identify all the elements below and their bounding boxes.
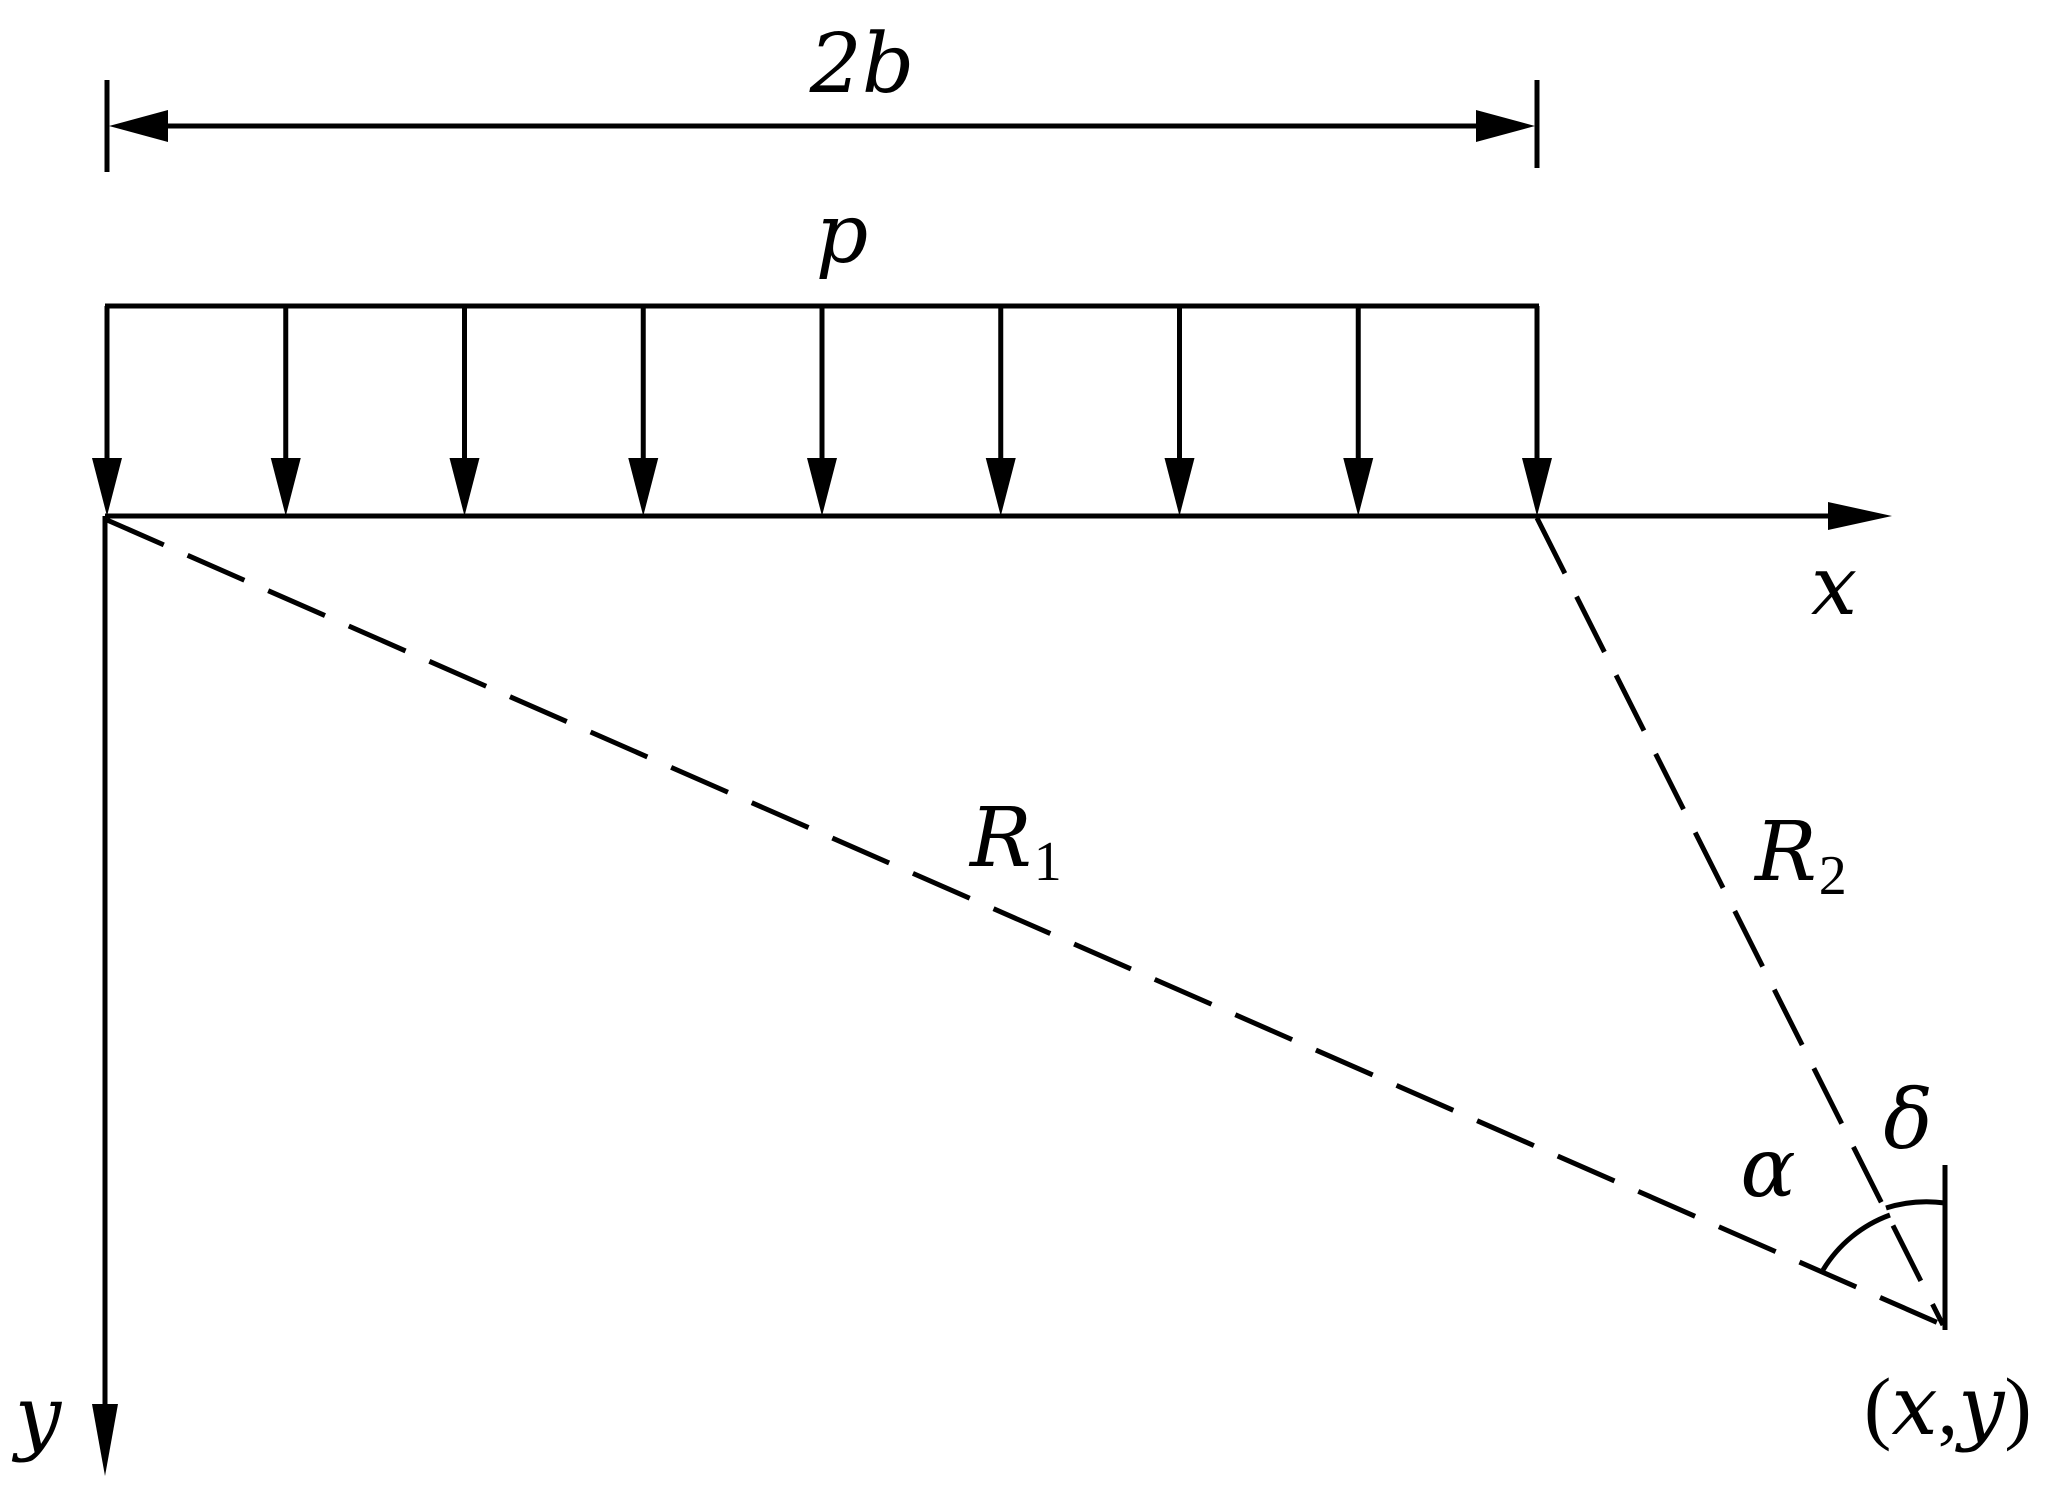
r1-dashed-line <box>105 517 1945 1328</box>
alpha-label: α <box>1740 1121 1795 1216</box>
r1-subscript: 1 <box>1034 831 1062 893</box>
y-axis: y <box>11 516 118 1476</box>
dimension-label: 2b <box>809 17 915 112</box>
radius-r1: R1 <box>105 517 1945 1328</box>
r1-label: R1 <box>968 791 1062 893</box>
r2-subscript: 2 <box>1819 845 1847 907</box>
delta-label: δ <box>1883 1073 1932 1168</box>
load-arrow-head <box>985 458 1016 516</box>
load-arrows <box>92 306 1552 516</box>
x-axis: x <box>105 502 1892 634</box>
y-axis-label: y <box>11 1369 63 1464</box>
r2-main: R <box>1753 805 1817 900</box>
r2-label: R2 <box>1753 805 1847 907</box>
x-axis-label: x <box>1811 539 1857 634</box>
r2-dashed-line <box>1534 516 1946 1327</box>
r1-main: R <box>968 791 1032 886</box>
load-arrow-head <box>1164 458 1195 516</box>
point-close-paren: ) <box>2004 1361 2031 1452</box>
point-comma: , <box>1938 1361 1959 1452</box>
load-label: p <box>816 187 869 282</box>
load-arrow-head <box>270 458 301 516</box>
point-x: x <box>1891 1359 1937 1454</box>
point-y: y <box>1954 1359 2006 1454</box>
distributed-load: p <box>92 187 1552 516</box>
point-open-paren: ( <box>1864 1361 1891 1452</box>
delta-arc <box>1885 1199 1946 1211</box>
radius-r2: R2 <box>1534 516 1946 1327</box>
load-arrow-head <box>1522 458 1552 516</box>
point-label: (x,y) <box>1864 1359 2032 1454</box>
load-arrow-head <box>807 458 837 516</box>
load-arrow-head <box>628 458 659 516</box>
dimension-left-arrowhead <box>109 110 168 142</box>
x-axis-arrowhead <box>1828 502 1892 530</box>
dimension-2b: 2b <box>104 17 1540 172</box>
angle-markers: α δ <box>1740 1073 1948 1330</box>
load-arrow-head <box>1343 458 1374 516</box>
load-arrow-head <box>92 458 122 516</box>
dimension-right-arrowhead <box>1476 110 1535 142</box>
y-axis-arrowhead <box>92 1404 118 1476</box>
alpha-arc <box>1820 1212 1891 1272</box>
load-arrow-head <box>449 458 480 516</box>
